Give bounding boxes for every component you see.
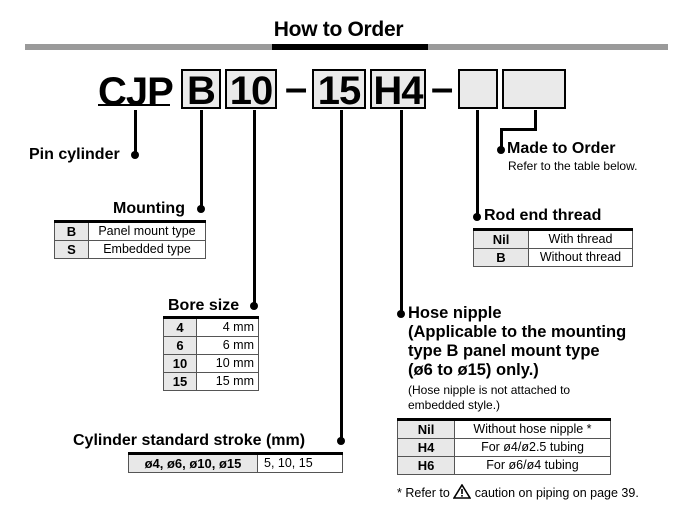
leader-dot	[473, 213, 481, 221]
pin-cylinder-label: Pin cylinder	[29, 146, 120, 163]
code-box-mounting: B	[181, 69, 221, 111]
made-to-order-note: Refer to the table below.	[508, 159, 638, 173]
leader-line	[253, 110, 256, 305]
leader-line	[500, 128, 537, 131]
leader-dot	[197, 205, 205, 213]
separator-dash: –	[285, 66, 308, 110]
hose-nipple-label: Hose nipple (Applicable to the mounting …	[408, 304, 627, 379]
stroke-label: Cylinder standard stroke (mm)	[73, 432, 306, 449]
bore-size-label: Bore size	[168, 297, 240, 314]
code-box-made-to-order	[502, 69, 566, 109]
leader-dot	[397, 310, 405, 318]
leader-line	[476, 110, 479, 217]
leader-dot	[250, 302, 258, 310]
rod-end-thread-label: Rod end thread	[484, 207, 602, 224]
code-box-rod-end	[458, 69, 498, 109]
leader-line	[500, 128, 503, 149]
leader-dot	[497, 146, 505, 154]
made-to-order-label: Made to Order	[507, 140, 616, 157]
leader-line	[200, 110, 203, 208]
hose-nipple-footnote: * Refer to caution on piping on page 39.	[397, 484, 639, 500]
model-prefix: CJP	[98, 70, 174, 114]
leader-line	[134, 110, 137, 154]
separator-dash: –	[431, 66, 454, 110]
code-box-bore: 10	[225, 69, 277, 111]
code-box-stroke: 15	[312, 69, 366, 111]
leader-line	[400, 110, 403, 313]
page-title: How to Order	[273, 18, 404, 41]
leader-dot	[131, 151, 139, 159]
leader-line	[534, 110, 537, 130]
code-box-hose-nipple: H4	[370, 69, 426, 111]
title-rule-accent	[272, 44, 428, 50]
warning-triangle-icon	[453, 484, 472, 499]
leader-dot	[337, 437, 345, 445]
leader-line	[340, 110, 343, 440]
hose-nipple-note: (Hose nipple is not attached to embedded…	[408, 383, 571, 412]
mounting-label: Mounting	[113, 200, 185, 217]
prefix-underline	[98, 104, 170, 106]
